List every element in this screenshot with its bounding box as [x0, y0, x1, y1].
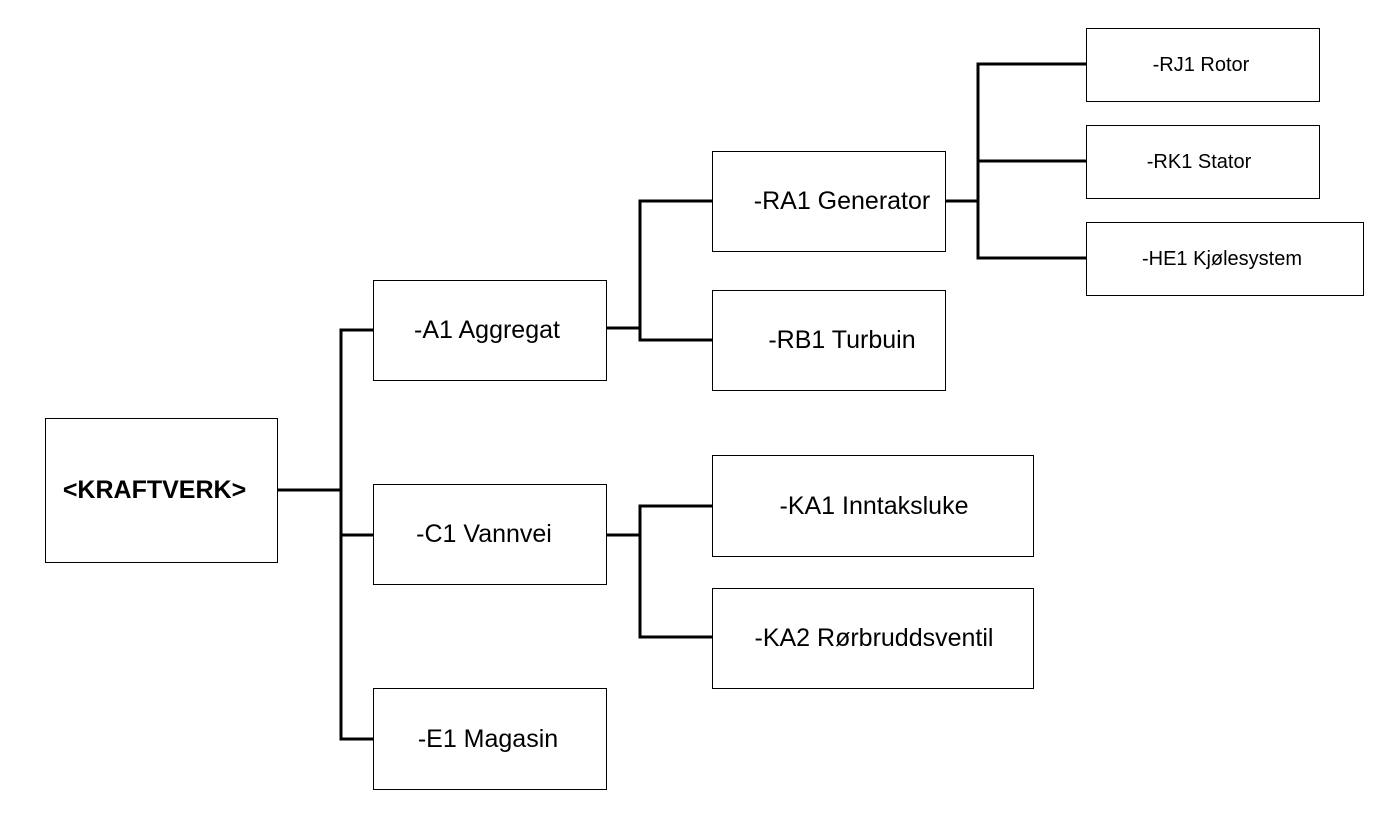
- node-e1-magasin-label: -E1 Magasin: [417, 724, 559, 753]
- node-c1-vannvei: -C1 Vannvei: [373, 484, 607, 585]
- node-he1-kjolesystem-label: -HE1 Kjølesystem: [1141, 247, 1303, 270]
- node-e1-magasin: -E1 Magasin: [373, 688, 607, 790]
- node-ka2-rorbruddsventil: -KA2 Rørbruddsventil: [712, 588, 1034, 689]
- node-kraftverk-label: <KRAFTVERK>: [62, 476, 247, 504]
- node-ka1-inntaksluke-label: -KA1 Inntaksluke: [779, 491, 969, 520]
- node-he1-kjolesystem: -HE1 Kjølesystem: [1086, 222, 1364, 296]
- node-a1-aggregat: -A1 Aggregat: [373, 280, 607, 381]
- node-a1-aggregat-label: -A1 Aggregat: [414, 316, 560, 344]
- node-rb1-turbuin-label: -RB1 Turbuin: [768, 326, 916, 354]
- node-rk1-stator-label: -RK1 Stator: [1146, 150, 1252, 173]
- node-ra1-generator: -RA1 Generator: [712, 151, 946, 252]
- node-ra1-generator-label: -RA1 Generator: [753, 187, 931, 215]
- node-ka2-rorbruddsventil-label: -KA2 Rørbruddsventil: [754, 624, 994, 652]
- node-rk1-stator: -RK1 Stator: [1086, 125, 1320, 199]
- node-rj1-rotor-label: -RJ1 Rotor: [1152, 53, 1250, 76]
- node-rj1-rotor: -RJ1 Rotor: [1086, 28, 1320, 102]
- node-c1-vannvei-label: -C1 Vannvei: [416, 520, 552, 548]
- node-rb1-turbuin: -RB1 Turbuin: [712, 290, 946, 391]
- node-kraftverk: <KRAFTVERK>: [45, 418, 278, 563]
- node-ka1-inntaksluke: -KA1 Inntaksluke: [712, 455, 1034, 557]
